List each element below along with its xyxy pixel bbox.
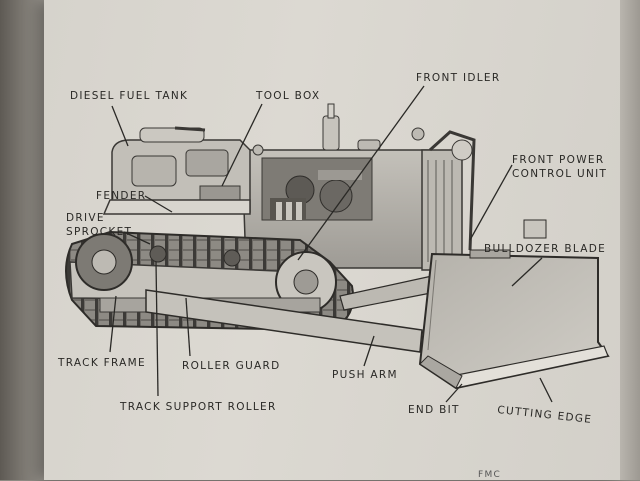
engine-housing	[241, 149, 433, 269]
bulldozer-blade	[418, 219, 610, 390]
leader-lines	[109, 85, 553, 403]
label-push-arm: PUSH ARM	[332, 369, 398, 381]
label-bulldozer-blade: BULLDOZER BLADE	[484, 243, 607, 255]
label-tool-box: TOOL BOX	[256, 90, 321, 102]
exhaust-stack	[252, 103, 425, 156]
label-sprocket-line2: SPROCKET	[66, 226, 133, 238]
blade-brace	[339, 275, 437, 311]
label-track-support-roller: TRACK SUPPORT ROLLER	[120, 401, 277, 413]
radiator	[421, 130, 476, 271]
label-end-bit: END BIT	[408, 404, 460, 416]
label-control-unit-line2: CONTROL UNIT	[512, 168, 608, 180]
label-front-idler: FRONT IDLER	[416, 72, 501, 84]
page-edge-shadow	[0, 0, 48, 480]
label-track-frame: TRACK FRAME	[58, 357, 146, 369]
label-roller-guard: ROLLER GUARD	[182, 360, 281, 372]
label-fender: FENDER	[96, 190, 147, 202]
end-bit	[419, 355, 463, 389]
page-right-margin	[620, 0, 640, 480]
fender	[102, 199, 251, 215]
label-drive-line1: DRIVE	[66, 212, 105, 224]
operator-station	[111, 126, 251, 213]
label-front-power-line1: FRONT POWER	[512, 154, 605, 166]
push-arm	[145, 289, 423, 353]
page-fragment-text: FMC	[478, 470, 502, 480]
label-diesel-fuel-tank: DIESEL FUEL TANK	[70, 90, 189, 102]
